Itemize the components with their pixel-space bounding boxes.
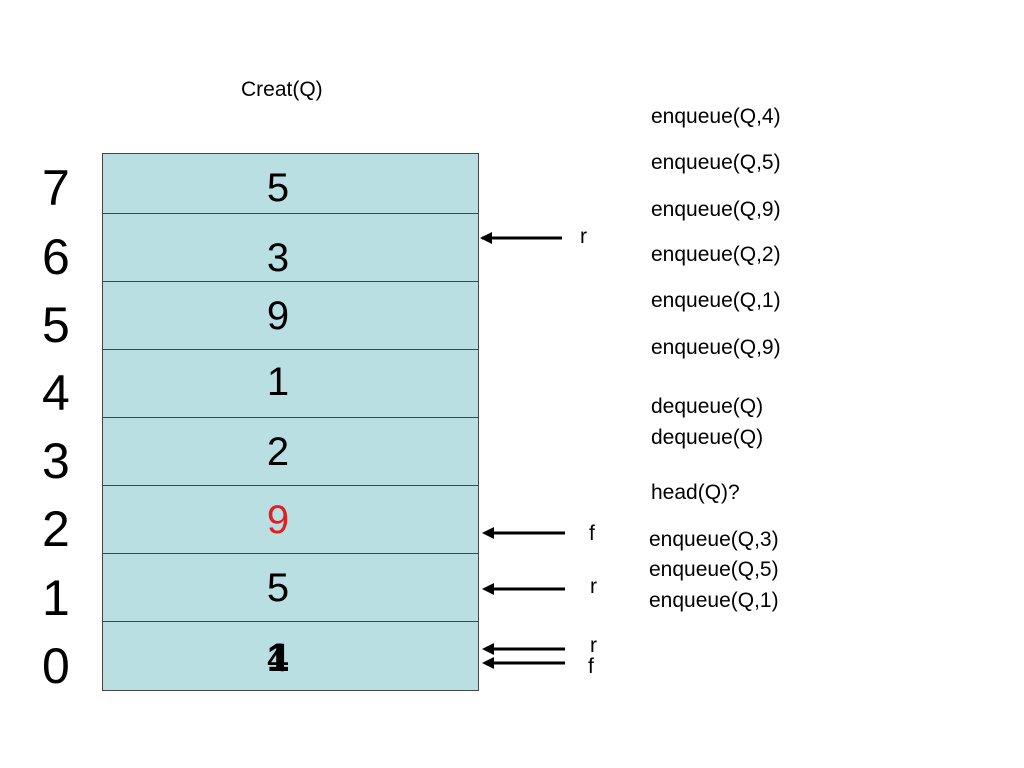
operation-item: head(Q)? [651, 481, 740, 504]
operation-item: enqueue(Q,5) [651, 151, 781, 174]
queue-cell-0: 1 4 [103, 622, 478, 690]
pointer-label-r: r [580, 225, 587, 248]
operation-item: dequeue(Q) [651, 395, 764, 418]
index-label-0: 0 [42, 638, 70, 694]
index-label-7: 7 [42, 160, 70, 216]
queue-cell-4: 1 [103, 350, 478, 418]
cell-value: 3 [266, 236, 290, 280]
operation-item: enqueue(Q,1) [649, 589, 779, 612]
operation-item: dequeue(Q) [651, 426, 764, 449]
page-title: Creat(Q) [241, 78, 323, 101]
arrow-head-icon [482, 527, 494, 539]
arrow-head-icon [482, 583, 494, 595]
queue-cell-6: 3 [103, 214, 478, 282]
index-label-3: 3 [42, 433, 70, 489]
operation-item: enqueue(Q,9) [651, 198, 781, 221]
cell-value: 9 [266, 294, 290, 338]
queue-cell-2: 9 [103, 486, 478, 554]
cell-value: 5 [266, 566, 290, 610]
queue-cell-5: 9 [103, 282, 478, 350]
operation-item: enqueue(Q,5) [649, 558, 779, 581]
queue-array: 5 3 9 1 2 9 5 1 4 [102, 153, 479, 691]
operation-item: enqueue(Q,1) [651, 289, 781, 312]
arrow-head-icon [480, 232, 492, 244]
cell-value-overwritten: 1 [266, 636, 290, 680]
operation-item: enqueue(Q,3) [649, 528, 779, 551]
pointer-label-r: r [590, 575, 597, 598]
arrow-head-icon [482, 643, 494, 655]
queue-cell-7: 5 [103, 154, 478, 214]
index-label-5: 5 [42, 297, 70, 353]
index-label-4: 4 [42, 365, 70, 421]
arrow-head-icon [482, 657, 494, 669]
cell-value-overlay: 4 [266, 636, 290, 680]
cell-value: 5 [266, 166, 290, 210]
index-label-6: 6 [42, 229, 70, 285]
index-label-1: 1 [42, 570, 70, 626]
cell-value: 1 [266, 360, 290, 404]
cell-value: 2 [266, 430, 290, 474]
queue-cell-1: 5 [103, 554, 478, 622]
operation-item: enqueue(Q,4) [651, 105, 781, 128]
cell-value-highlighted: 9 [266, 498, 290, 542]
operation-item: enqueue(Q,2) [651, 243, 781, 266]
operation-item: enqueue(Q,9) [651, 336, 781, 359]
pointer-label-f: f [589, 522, 595, 545]
pointer-label-r: r [590, 634, 597, 657]
pointer-label-f: f [588, 655, 594, 678]
index-label-2: 2 [42, 501, 70, 557]
queue-cell-3: 2 [103, 418, 478, 486]
